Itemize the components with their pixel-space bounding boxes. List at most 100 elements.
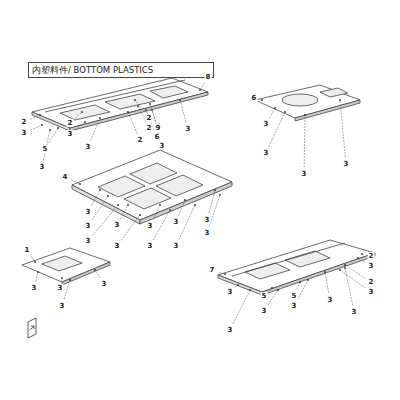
callout-number: 3 xyxy=(291,302,298,310)
screw-point xyxy=(277,289,279,291)
leader-line xyxy=(30,115,40,119)
screw-point xyxy=(99,117,101,119)
screw-point xyxy=(199,89,201,91)
callout-number: 3 xyxy=(21,129,28,137)
screw-point xyxy=(127,204,129,206)
leader-line xyxy=(121,215,140,240)
screw-point xyxy=(49,129,51,131)
screw-point xyxy=(214,189,216,191)
screw-point xyxy=(249,289,251,291)
screw-point xyxy=(339,99,341,101)
screw-point xyxy=(169,209,171,211)
screw-point xyxy=(307,279,309,281)
callout-number: 3 xyxy=(85,208,92,216)
callout-number: 5 xyxy=(291,292,298,300)
screw-point xyxy=(339,269,341,271)
leader-line xyxy=(297,280,308,300)
leader-line xyxy=(179,200,185,216)
leader-line xyxy=(75,112,82,118)
screw-point xyxy=(159,204,161,206)
screw-point xyxy=(224,273,226,275)
leader-line xyxy=(30,125,42,130)
screw-point xyxy=(137,105,139,107)
leader-line xyxy=(219,272,225,274)
screw-point xyxy=(237,284,239,286)
leader-line xyxy=(31,256,35,262)
leader-line xyxy=(153,210,170,240)
leader-line xyxy=(325,272,329,293)
screw-point xyxy=(81,111,83,113)
leader-line xyxy=(128,112,137,134)
leader-line xyxy=(91,118,100,141)
leader-line xyxy=(153,205,160,220)
screw-point xyxy=(69,279,71,281)
callout-number: 3 xyxy=(159,142,166,150)
screw-point xyxy=(41,124,43,126)
callout-number: 3 xyxy=(67,130,74,138)
leader-line xyxy=(49,128,58,143)
leader-line xyxy=(71,180,80,184)
screw-point xyxy=(344,267,346,269)
screw-point xyxy=(94,269,96,271)
screw-point xyxy=(145,109,147,111)
screw-point xyxy=(139,214,141,216)
screw-point xyxy=(261,99,263,101)
leader-line xyxy=(304,115,306,167)
callout-number: 3 xyxy=(343,160,350,168)
screw-point xyxy=(184,199,186,201)
callout-number: 3 xyxy=(368,262,375,270)
callout-number: 3 xyxy=(57,284,64,292)
callout-number: 6 xyxy=(154,133,161,141)
leader-line xyxy=(92,196,108,220)
callout-number: 2 xyxy=(21,118,28,126)
callout-number: 2 xyxy=(137,136,144,144)
callout-number: 3 xyxy=(173,218,180,226)
screw-point xyxy=(39,114,41,116)
leader-line xyxy=(233,290,250,324)
screw-point xyxy=(357,257,359,259)
callout-number: 3 xyxy=(147,222,154,230)
callout-number: 5 xyxy=(261,292,268,300)
callout-number: 3 xyxy=(263,120,270,128)
callout-number: 2 xyxy=(368,252,375,260)
callout-number: 6 xyxy=(251,94,258,102)
leader-line xyxy=(340,270,365,288)
screw-point xyxy=(194,204,196,206)
callout-number: 1 xyxy=(24,246,31,254)
callout-number: 3 xyxy=(114,242,121,250)
leader-line xyxy=(36,272,38,281)
screw-point xyxy=(37,271,39,273)
diagram-title: 内塑料件/ BOTTOM PLASTICS xyxy=(28,62,214,78)
callout-number: 3 xyxy=(227,326,234,334)
leader-line xyxy=(297,282,300,290)
callout-number: 3 xyxy=(301,170,308,178)
screw-point xyxy=(34,261,36,263)
screw-point xyxy=(299,281,301,283)
screw-point xyxy=(57,127,59,129)
screw-point xyxy=(219,194,221,196)
leader-line xyxy=(345,265,365,278)
callout-number: 3 xyxy=(227,288,234,296)
callout-number: 3 xyxy=(261,307,268,315)
leader-line xyxy=(95,270,100,278)
leader-line xyxy=(269,108,275,118)
screw-point xyxy=(61,277,63,279)
callout-number: 3 xyxy=(101,280,108,288)
callout-number: 9 xyxy=(155,124,162,132)
callout-number: 3 xyxy=(204,229,211,237)
screw-point xyxy=(151,109,153,111)
callout-number: 3 xyxy=(147,242,154,250)
callout-number: 2 xyxy=(67,119,74,127)
screw-point xyxy=(271,287,273,289)
leader-line xyxy=(91,190,100,206)
leader-line xyxy=(362,254,364,255)
callout-number: 3 xyxy=(85,143,92,151)
screw-point xyxy=(117,204,119,206)
leader-line xyxy=(61,278,63,281)
leader-line xyxy=(261,99,262,100)
screw-point xyxy=(324,271,326,273)
callout-number: 3 xyxy=(114,221,121,229)
